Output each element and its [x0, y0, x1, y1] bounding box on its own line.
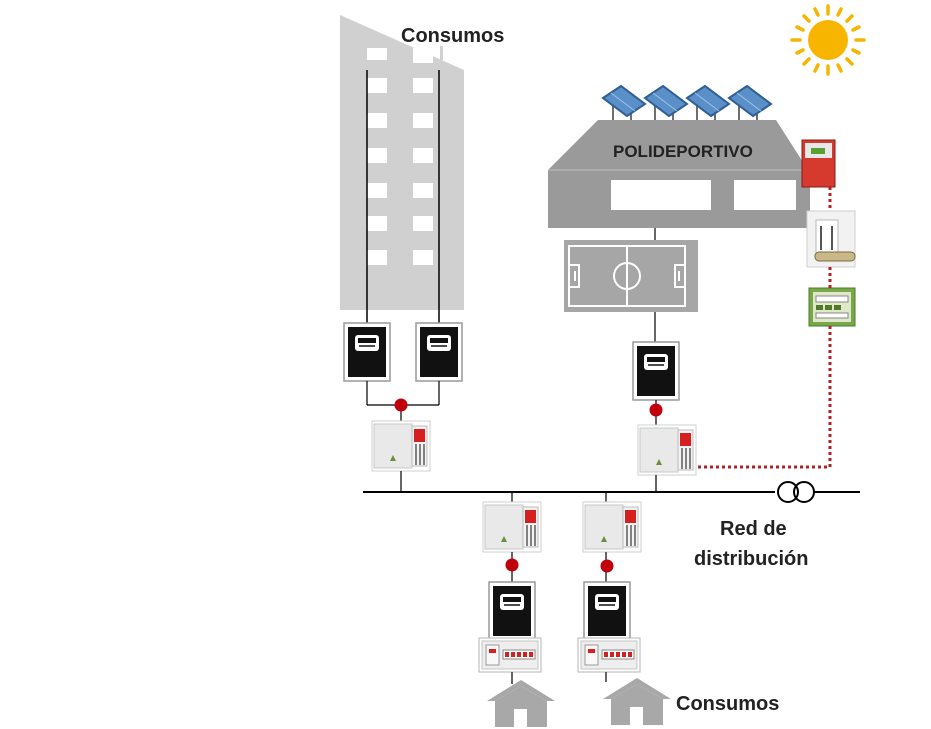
building-consumption-label: Consumos: [401, 25, 504, 47]
connection-point: [649, 403, 663, 417]
inverter-icon: [801, 139, 836, 188]
house-2-meter-icon: [583, 581, 631, 641]
house-2-icon: [603, 678, 671, 725]
solar-panel-3-icon: [686, 85, 730, 121]
connection-point: [394, 398, 408, 412]
distribution-grid-label-line1: Red de: [720, 518, 787, 540]
house-2-protection-box-icon: [582, 501, 642, 553]
sports-center-protection-box-icon: [637, 424, 697, 476]
homes-consumption-label: Consumos: [676, 693, 779, 715]
sun-icon: [790, 4, 866, 76]
sports-center-meter-icon: [632, 341, 680, 401]
solar-panel-2-icon: [644, 85, 688, 121]
house-1-meter-icon: [488, 581, 536, 641]
sports-center-building: [548, 120, 810, 228]
connection-point: [505, 558, 519, 572]
pv-meter-icon: [808, 287, 856, 327]
transformer-icon: [777, 481, 815, 503]
building-meter-2-icon: [415, 322, 463, 382]
pv-disconnect-switch-icon: [806, 210, 856, 268]
house-1-switchboard-icon: [478, 637, 542, 673]
pv-connection-line: [696, 326, 832, 469]
house-1-protection-box-icon: [482, 501, 542, 553]
solar-panel-1-icon: [602, 85, 646, 121]
house-2-switchboard-icon: [577, 637, 641, 673]
distribution-grid-label-line2: distribución: [694, 548, 808, 570]
building-meter-1-icon: [343, 322, 391, 382]
building-protection-box-icon: [371, 420, 431, 472]
house-1-icon: [487, 680, 555, 727]
football-court: [564, 240, 698, 312]
apartment-building: [340, 15, 464, 310]
solar-panel-4-icon: [728, 85, 772, 121]
connection-point: [600, 559, 614, 573]
sports-center-label: POLIDEPORTIVO: [613, 142, 753, 161]
